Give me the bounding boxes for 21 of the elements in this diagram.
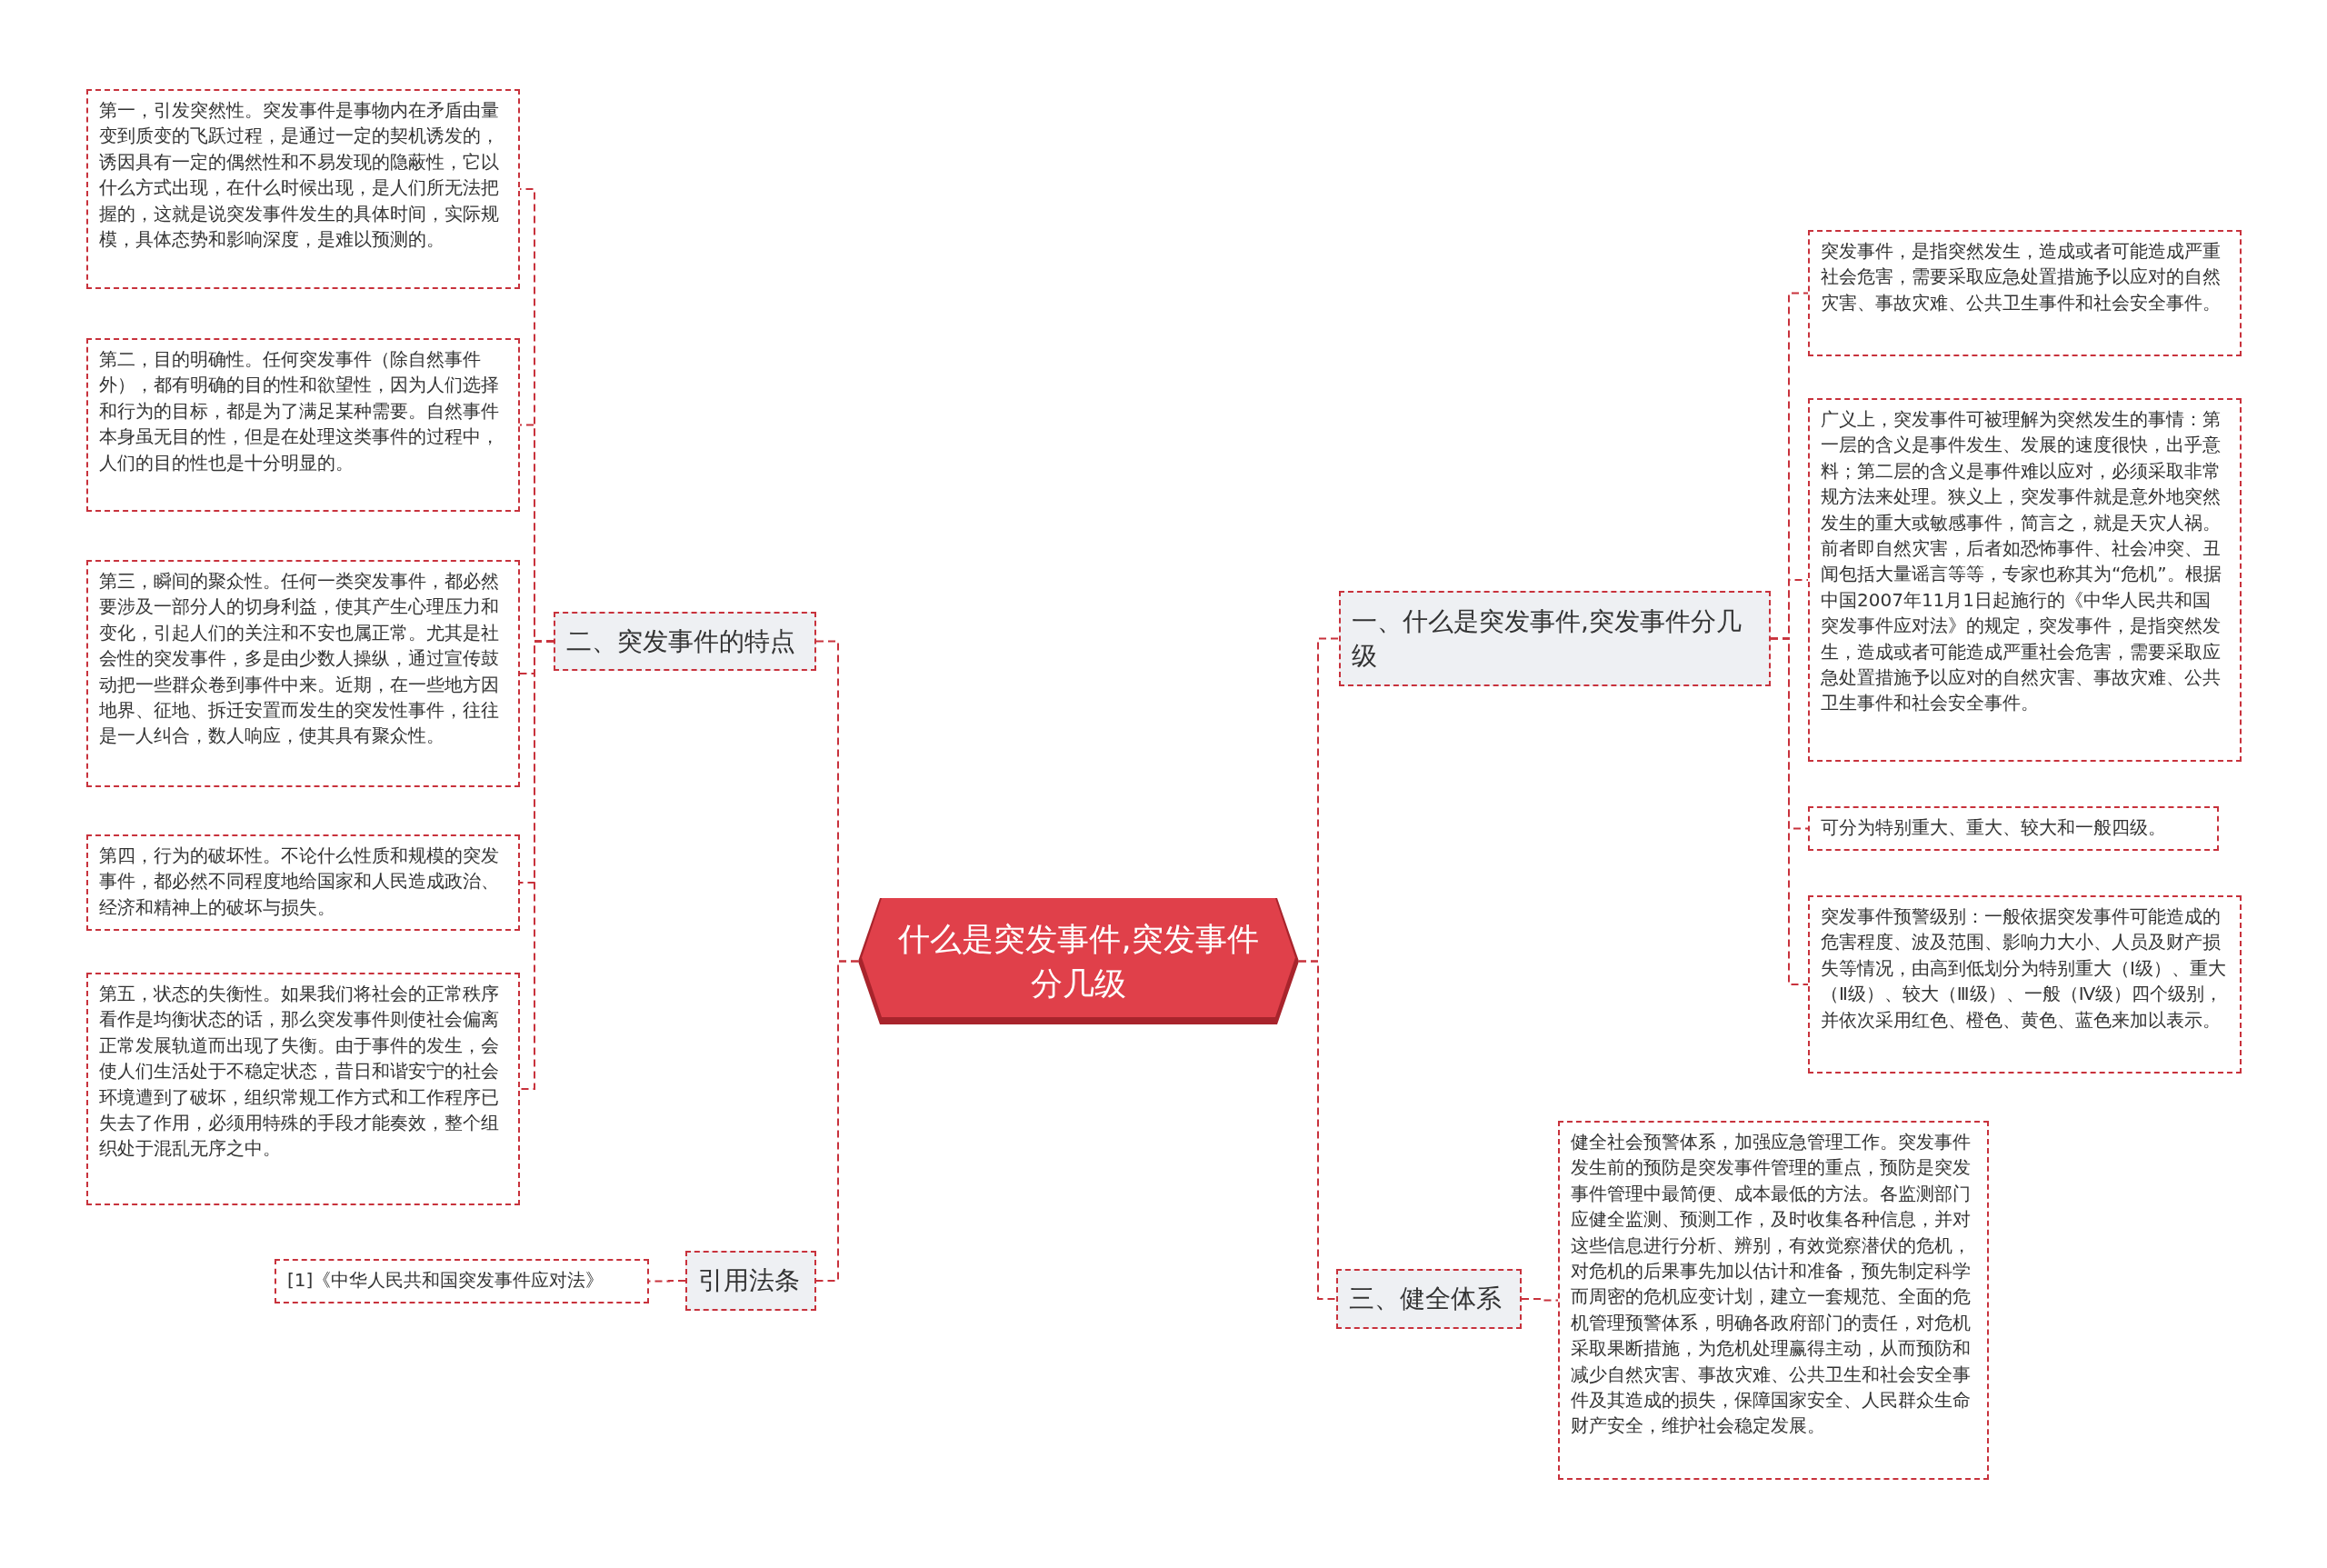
note-box: 第四，行为的破坏性。不论什么性质和规模的突发事件，都必然不同程度地给国家和人民造成政治、经济和精神上的破坏与损失。	[86, 834, 520, 931]
connector-line	[1770, 637, 1809, 985]
topic-hexagon: 什么是突发事件,突发事件分几级	[858, 898, 1299, 1024]
connector-line	[1298, 960, 1337, 1300]
branch-box: 三、健全体系	[1336, 1269, 1522, 1329]
branch-box: 引用法条	[685, 1251, 816, 1311]
note-box: 突发事件预警级别：一般依据突发事件可能造成的危害程度、波及范围、影响力大小、人员及财产损失等情况，由高到低划分为特别重大（Ⅰ级）、重大（Ⅱ级）、较大（Ⅲ级）、一般（Ⅳ级）四个级别，并依次采用红色、橙色、黄色、蓝色来加以表示。	[1808, 895, 2242, 1074]
note-box: 第二，目的明确性。任何突发事件（除自然事件外），都有明确的目的性和欲望性，因为人们选择和行为的目标，都是为了满足某种需要。自然事件本身虽无目的性，但是在处理这类事件的过程中，人们的目的性也是十分明显的。	[86, 338, 520, 512]
branch-box: 二、突发事件的特点	[554, 612, 816, 671]
branch-box: 一、什么是突发事件,突发事件分几级	[1339, 591, 1771, 686]
note-box: 突发事件，是指突然发生，造成或者可能造成严重社会危害，需要采取应急处置措施予以应对的自然灾害、事故灾难、公共卫生事件和社会安全事件。	[1808, 230, 2242, 356]
note-box: 广义上，突发事件可被理解为突然发生的事情：第一层的含义是事件发生、发展的速度很快，出乎意料；第二层的含义是事件难以应对，必须采取非常规方法来处理。狭义上，突发事件就是意外地突然发生的重大或敏感事件，简言之，就是天灾人祸。前者即自然灾害，后者如恐怖事件、社会冲突、丑闻包括大量谣言等等，专家也称其为“危机”。根据中国2007年11月1日起施行的《中华人民共和国突发事件应对法》的规定，突发事件，是指突然发生，造成或者可能造成严重社会危害，需要采取应急处置措施予以应对的自然灾害、事故灾难、公共卫生事件和社会安全事件。	[1808, 398, 2242, 762]
connector-line	[1521, 1298, 1559, 1302]
note-box: [1]《中华人民共和国突发事件应对法》	[275, 1259, 649, 1303]
note-box: 第一，引发突然性。突发事件是事物内在矛盾由量变到质变的飞跃过程，是通过一定的契机诱发的，诱因具有一定的偶然性和不易发现的隐蔽性，它以什么方式出现，在什么时候出现，是人们所无法把握的，这就是说突发事件发生的具体时间，实际规模，具体态势和影响深度，是难以预测的。	[86, 89, 520, 289]
note-box: 第三，瞬间的聚众性。任何一类突发事件，都必然要涉及一部分人的切身利益，使其产生心理压力和变化，引起人们的关注和不安也属正常。尤其是社会性的突发事件，多是由少数人操纵，通过宣传鼓动把一些群众卷到事件中来。近期，在一些地方因地界、征地、拆迁安置而发生的突发性事件，往往是一人纠合，数人响应，使其具有聚众性。	[86, 560, 520, 787]
connector-line	[815, 960, 859, 1282]
note-box: 第五，状态的失衡性。如果我们将社会的正常秩序看作是均衡状态的话，那么突发事件则使社会偏离正常发展轨道而出现了失衡。由于事件的发生，会使人们生活处于不稳定状态，昔日和谐安宁的社会环境遭到了破坏，组织常规工作方式和工作程序已失去了作用，必须用特殊的手段才能奏效，整个组织处于混乱无序之中。	[86, 973, 520, 1205]
note-box: 健全社会预警体系，加强应急管理工作。突发事件发生前的预防是突发事件管理的重点，预防是突发事件管理中最简便、成本最低的方法。各监测部门应健全监测、预测工作，及时收集各种信息，并对这些信息进行分析、辨别，有效觉察潜伏的危机，对危机的后果事先加以估计和准备，预先制定科学而周密的危机应变计划，建立一套规范、全面的危机管理预警体系，明确各政府部门的责任，对危机采取果断措施，为危机处理赢得主动，从而预防和减少自然灾害、事故灾难、公共卫生和社会安全事件及其造成的损失，保障国家安全、人民群众生命财产安全，维护社会稳定发展。	[1558, 1121, 1989, 1480]
note-box: 可分为特别重大、重大、较大和一般四级。	[1808, 806, 2219, 851]
connector-line	[519, 640, 554, 1090]
